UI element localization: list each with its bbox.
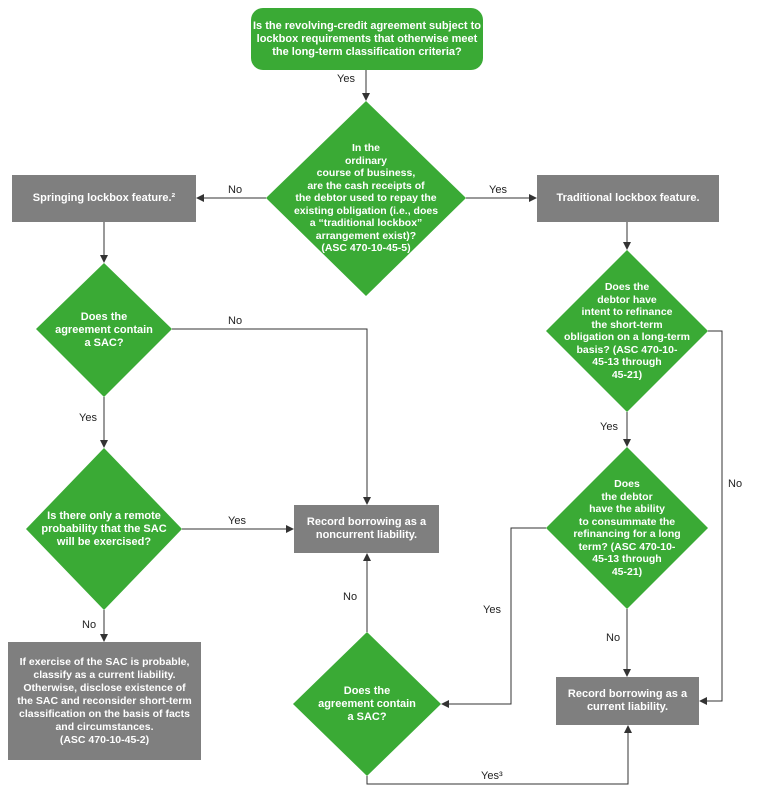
sac-left-decision-shape — [36, 263, 172, 397]
start-node: Is the revolving-credit agreement subjec… — [252, 19, 481, 58]
ability-decision: Does the debtor have the ability to cons… — [573, 478, 681, 578]
ability-decision-shape — [546, 447, 708, 609]
edge-label-intent-no: No — [728, 478, 743, 490]
edge-sac-bottom-yes — [366, 725, 632, 785]
remote-probability-decision: Is there only a remote probability that … — [41, 509, 167, 548]
traditional-lockbox-shape — [537, 175, 719, 222]
edge-label-ordinary-no: No — [228, 184, 243, 196]
start-node-shape — [251, 8, 483, 70]
edge-label-remote-no: No — [82, 619, 97, 631]
edge-label-sac-bottom-yes: Yes³ — [481, 770, 503, 782]
edge-label-ordinary-yes: Yes — [489, 184, 507, 196]
intent-decision: Does the debtor have intent to refinance… — [564, 281, 690, 381]
edge-label-remote-yes: Yes — [228, 515, 246, 527]
ordinary-course-decision: In the ordinary course of business, are … — [293, 142, 439, 255]
springing-lockbox-box: Springing lockbox feature.² — [32, 192, 176, 204]
edge-intent-no — [699, 330, 723, 705]
sac-bottom-decision: Does the agreement contain a SAC? — [318, 684, 416, 723]
current-liability-box: Record borrowing as a current liability. — [567, 688, 688, 713]
edge-label-start-yes: Yes — [337, 73, 355, 85]
ordinary-course-decision-shape — [266, 101, 466, 296]
edge-label-ability-no: No — [606, 632, 621, 644]
sac-bottom-decision-shape — [293, 632, 441, 776]
noncurrent-liability-box: Record borrowing as a noncurrent liabili… — [306, 516, 427, 541]
current-liability-shape — [556, 677, 699, 725]
intent-decision-shape — [546, 250, 708, 412]
edge-ability-yes — [441, 527, 546, 708]
springing-lockbox-shape — [12, 175, 196, 222]
noncurrent-liability-shape — [294, 505, 439, 553]
if-probable-box-shape — [8, 642, 201, 760]
remote-probability-decision-shape — [26, 448, 182, 610]
if-probable-box: If exercise of the SAC is probable, clas… — [17, 655, 192, 746]
edge-label-ability-yes: Yes — [483, 604, 501, 616]
edge-label-sac-left-yes: Yes — [79, 412, 97, 424]
edge-label-sac-left-no: No — [228, 315, 243, 327]
edge-label-sac-bottom-no: No — [343, 591, 358, 603]
edge-sac-left-no — [172, 328, 371, 505]
sac-left-decision: Does the agreement contain a SAC? — [55, 310, 153, 349]
edge-label-intent-yes: Yes — [600, 421, 618, 433]
traditional-lockbox-box: Traditional lockbox feature. — [556, 192, 700, 204]
